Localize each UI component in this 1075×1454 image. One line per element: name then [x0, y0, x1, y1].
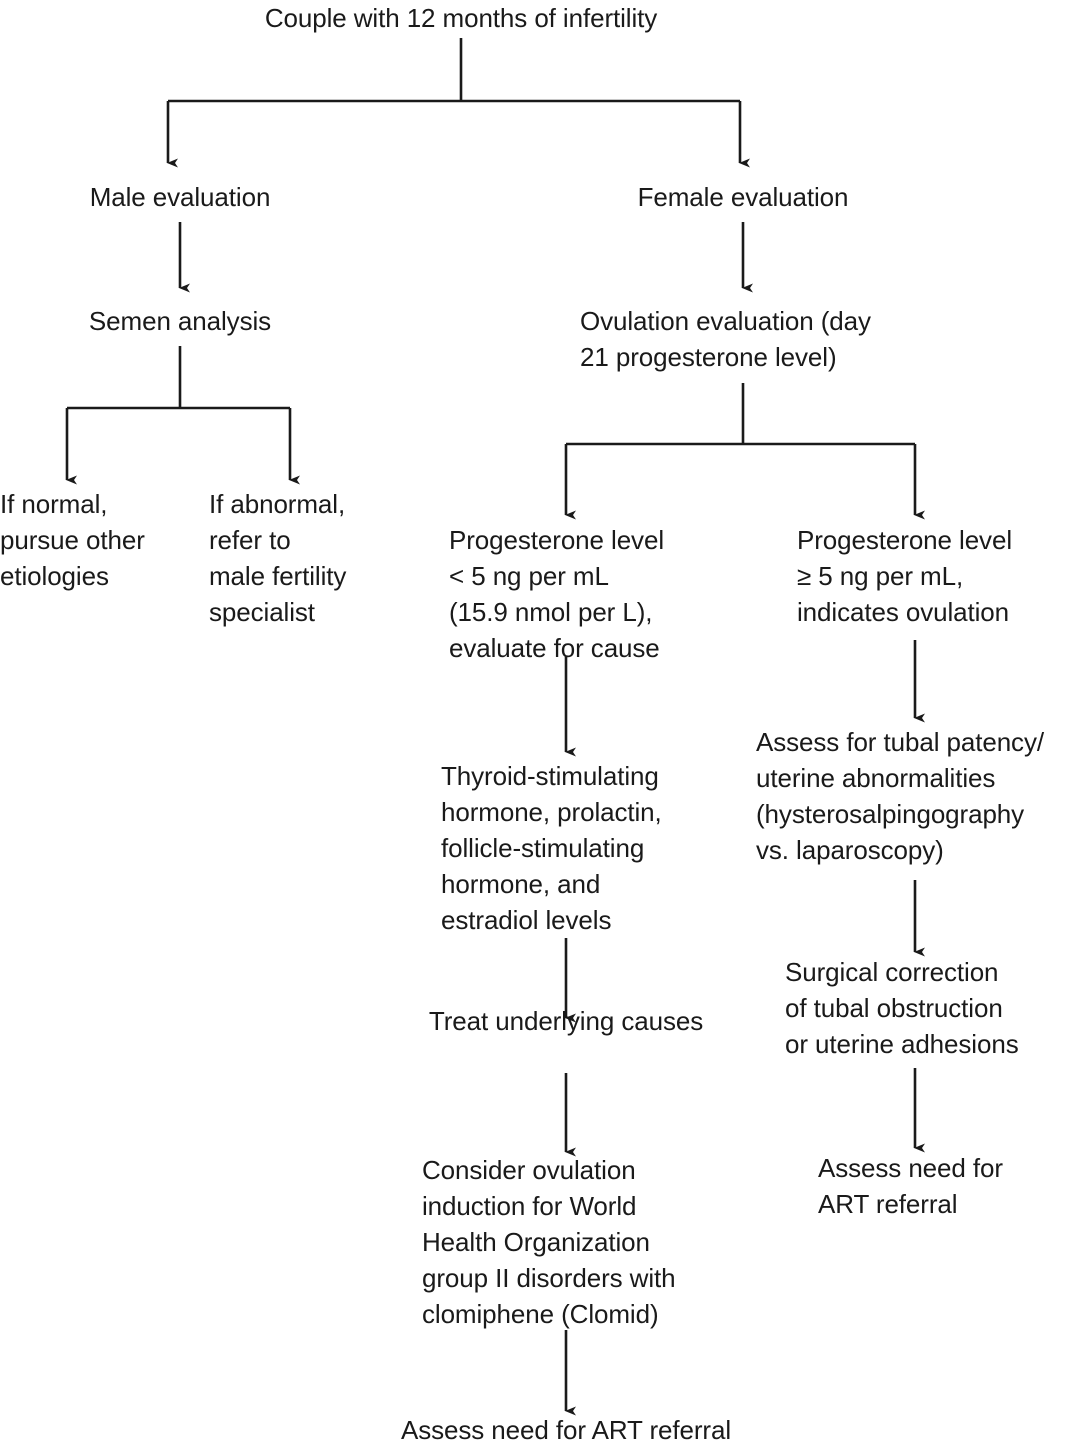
node-assess-art-right: Assess need for ART referral: [818, 1153, 1003, 1219]
node-male-evaluation: Male evaluation: [89, 182, 271, 212]
node-semen-analysis: Semen analysis: [88, 306, 272, 336]
node-if-abnormal: If abnormal, refer to male fertility spe…: [209, 489, 347, 627]
node-hormone-panel: Thyroid-stimulating hormone, prolactin, …: [441, 761, 662, 935]
node-root: Couple with 12 months of infertility: [264, 3, 658, 33]
node-consider-ovulation-induction: Consider ovulation induction for World H…: [422, 1155, 676, 1329]
node-if-normal: If normal, pursue other etiologies: [0, 489, 145, 591]
node-assess-art-left: Assess need for ART referral: [400, 1415, 732, 1445]
node-progesterone-high: Progesterone level ≥ 5 ng per mL, indica…: [797, 525, 1012, 627]
node-ovulation-evaluation: Ovulation evaluation (day 21 progesteron…: [580, 306, 871, 372]
node-surgical-correction: Surgical correction of tubal obstruction…: [785, 957, 1019, 1059]
node-assess-tubal-patency: Assess for tubal patency/ uterine abnorm…: [756, 727, 1044, 865]
node-female-evaluation: Female evaluation: [637, 182, 849, 212]
node-treat-causes: Treat underlying causes: [428, 1006, 704, 1036]
node-progesterone-low: Progesterone level < 5 ng per mL (15.9 n…: [449, 525, 664, 663]
